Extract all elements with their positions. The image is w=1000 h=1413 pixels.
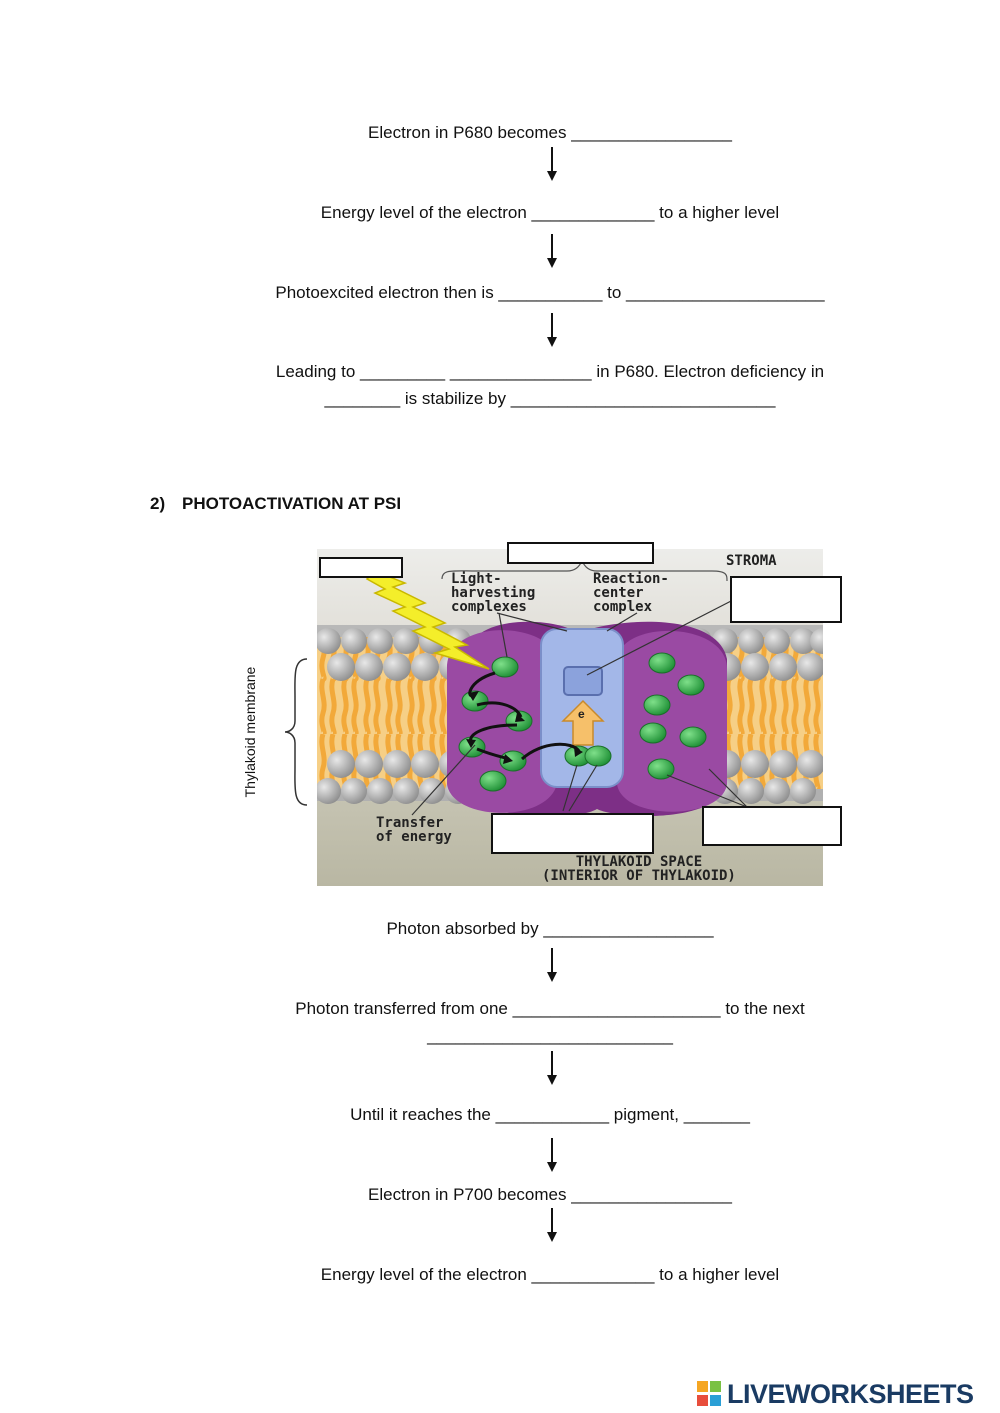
liveworksheets-logo[interactable]: LIVEWORKSHEETS bbox=[697, 1376, 974, 1412]
reaction-center-label: Reaction- center complex bbox=[593, 571, 669, 615]
membrane-brace-icon bbox=[284, 658, 308, 806]
thylakoid-membrane-label: Thylakoid membrane bbox=[242, 666, 258, 798]
psi-step-3: Until it reaches the ____________ pigmen… bbox=[350, 1105, 750, 1124]
answer-box-photosystem[interactable] bbox=[507, 542, 654, 564]
down-arrow-icon bbox=[544, 948, 560, 982]
answer-box-photon[interactable] bbox=[319, 557, 403, 578]
down-arrow-icon bbox=[544, 1208, 560, 1242]
answer-box-pigment[interactable] bbox=[702, 806, 842, 846]
section-number: 2) bbox=[150, 494, 166, 513]
section-title: PHOTOACTIVATION AT PSI bbox=[182, 494, 402, 513]
psii-step-2: Energy level of the electron ___________… bbox=[320, 203, 780, 222]
thylakoid-space-label: THYLAKOID SPACE (INTERIOR OF THYLAKOID) bbox=[542, 854, 736, 884]
down-arrow-icon bbox=[544, 313, 560, 347]
psii-step-1: Electron in P680 becomes _______________… bbox=[368, 123, 732, 142]
psii-step-4-line-1: Leading to _________ _______________ in … bbox=[275, 362, 825, 381]
psii-step-4-line-2: ________ is stabilize by _______________… bbox=[324, 389, 776, 408]
psi-step-1: Photon absorbed by __________________ bbox=[386, 919, 714, 938]
light-harvesting-label: Light- harvesting complexes bbox=[451, 571, 536, 615]
psi-step-2-line-1: Photon transferred from one ____________… bbox=[295, 999, 805, 1018]
down-arrow-icon bbox=[544, 234, 560, 268]
psi-step-2-line-2: __________________________ bbox=[427, 1026, 673, 1045]
section-heading: 2) PHOTOACTIVATION AT PSI bbox=[150, 494, 401, 514]
answer-box-reaction-center[interactable] bbox=[730, 576, 842, 623]
electron-symbol: e bbox=[578, 707, 585, 721]
brand-name: LIVEWORKSHEETS bbox=[727, 1378, 974, 1409]
answer-box-special-pair[interactable] bbox=[491, 813, 654, 854]
stroma-label: STROMA bbox=[726, 553, 777, 569]
down-arrow-icon bbox=[544, 147, 560, 181]
down-arrow-icon bbox=[544, 1138, 560, 1172]
down-arrow-icon bbox=[544, 1051, 560, 1085]
liveworksheets-logo-icon bbox=[697, 1381, 721, 1406]
transfer-of-energy-label: Transfer of energy bbox=[376, 815, 452, 845]
psii-step-3: Photoexcited electron then is __________… bbox=[275, 283, 825, 302]
psi-step-4: Electron in P700 becomes _______________… bbox=[368, 1185, 732, 1204]
psi-step-5: Energy level of the electron ___________… bbox=[320, 1265, 780, 1284]
